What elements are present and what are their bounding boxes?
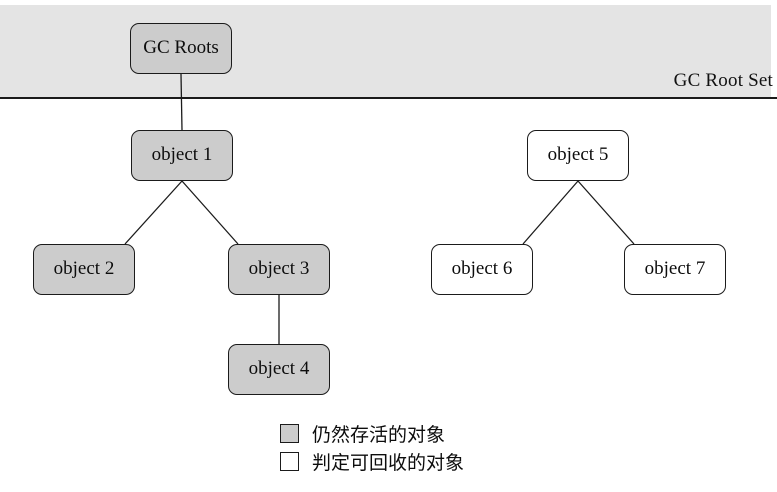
node-label: object 3 [248,258,310,279]
gc-root-set-label: GC Root Set [673,70,773,91]
edge-object-1-to-object-2 [124,180,183,245]
node-object-3[interactable]: object 3 [228,244,330,295]
gc-root-set-band [0,5,771,97]
legend-item-dead: 判定可回收的对象 [280,447,464,475]
node-label: object 1 [151,144,213,165]
node-object-4[interactable]: object 4 [228,344,330,395]
edge-object-5-to-object-6 [522,180,579,245]
legend-label-alive: 仍然存活的对象 [312,423,446,446]
gc-root-set-divider [0,97,777,99]
node-object-6[interactable]: object 6 [431,244,533,295]
node-label: object 6 [451,258,513,279]
node-gc-roots[interactable]: GC Roots [130,23,232,74]
node-label: object 4 [248,358,310,379]
node-label: object 5 [547,144,609,165]
node-label: GC Roots [143,37,219,58]
edge-object-5-to-object-7 [577,180,635,245]
legend: 仍然存活的对象 判定可回收的对象 [280,419,464,475]
node-label: object 7 [644,258,706,279]
node-label: object 2 [53,258,115,279]
node-object-1[interactable]: object 1 [131,130,233,181]
legend-item-alive: 仍然存活的对象 [280,419,464,447]
legend-swatch-dead-icon [280,451,299,471]
legend-swatch-alive-icon [280,423,299,443]
legend-label-dead: 判定可回收的对象 [312,451,465,474]
node-object-2[interactable]: object 2 [33,244,135,295]
node-object-7[interactable]: object 7 [624,244,726,295]
node-object-5[interactable]: object 5 [527,130,629,181]
edge-object-1-to-object-3 [181,180,239,245]
